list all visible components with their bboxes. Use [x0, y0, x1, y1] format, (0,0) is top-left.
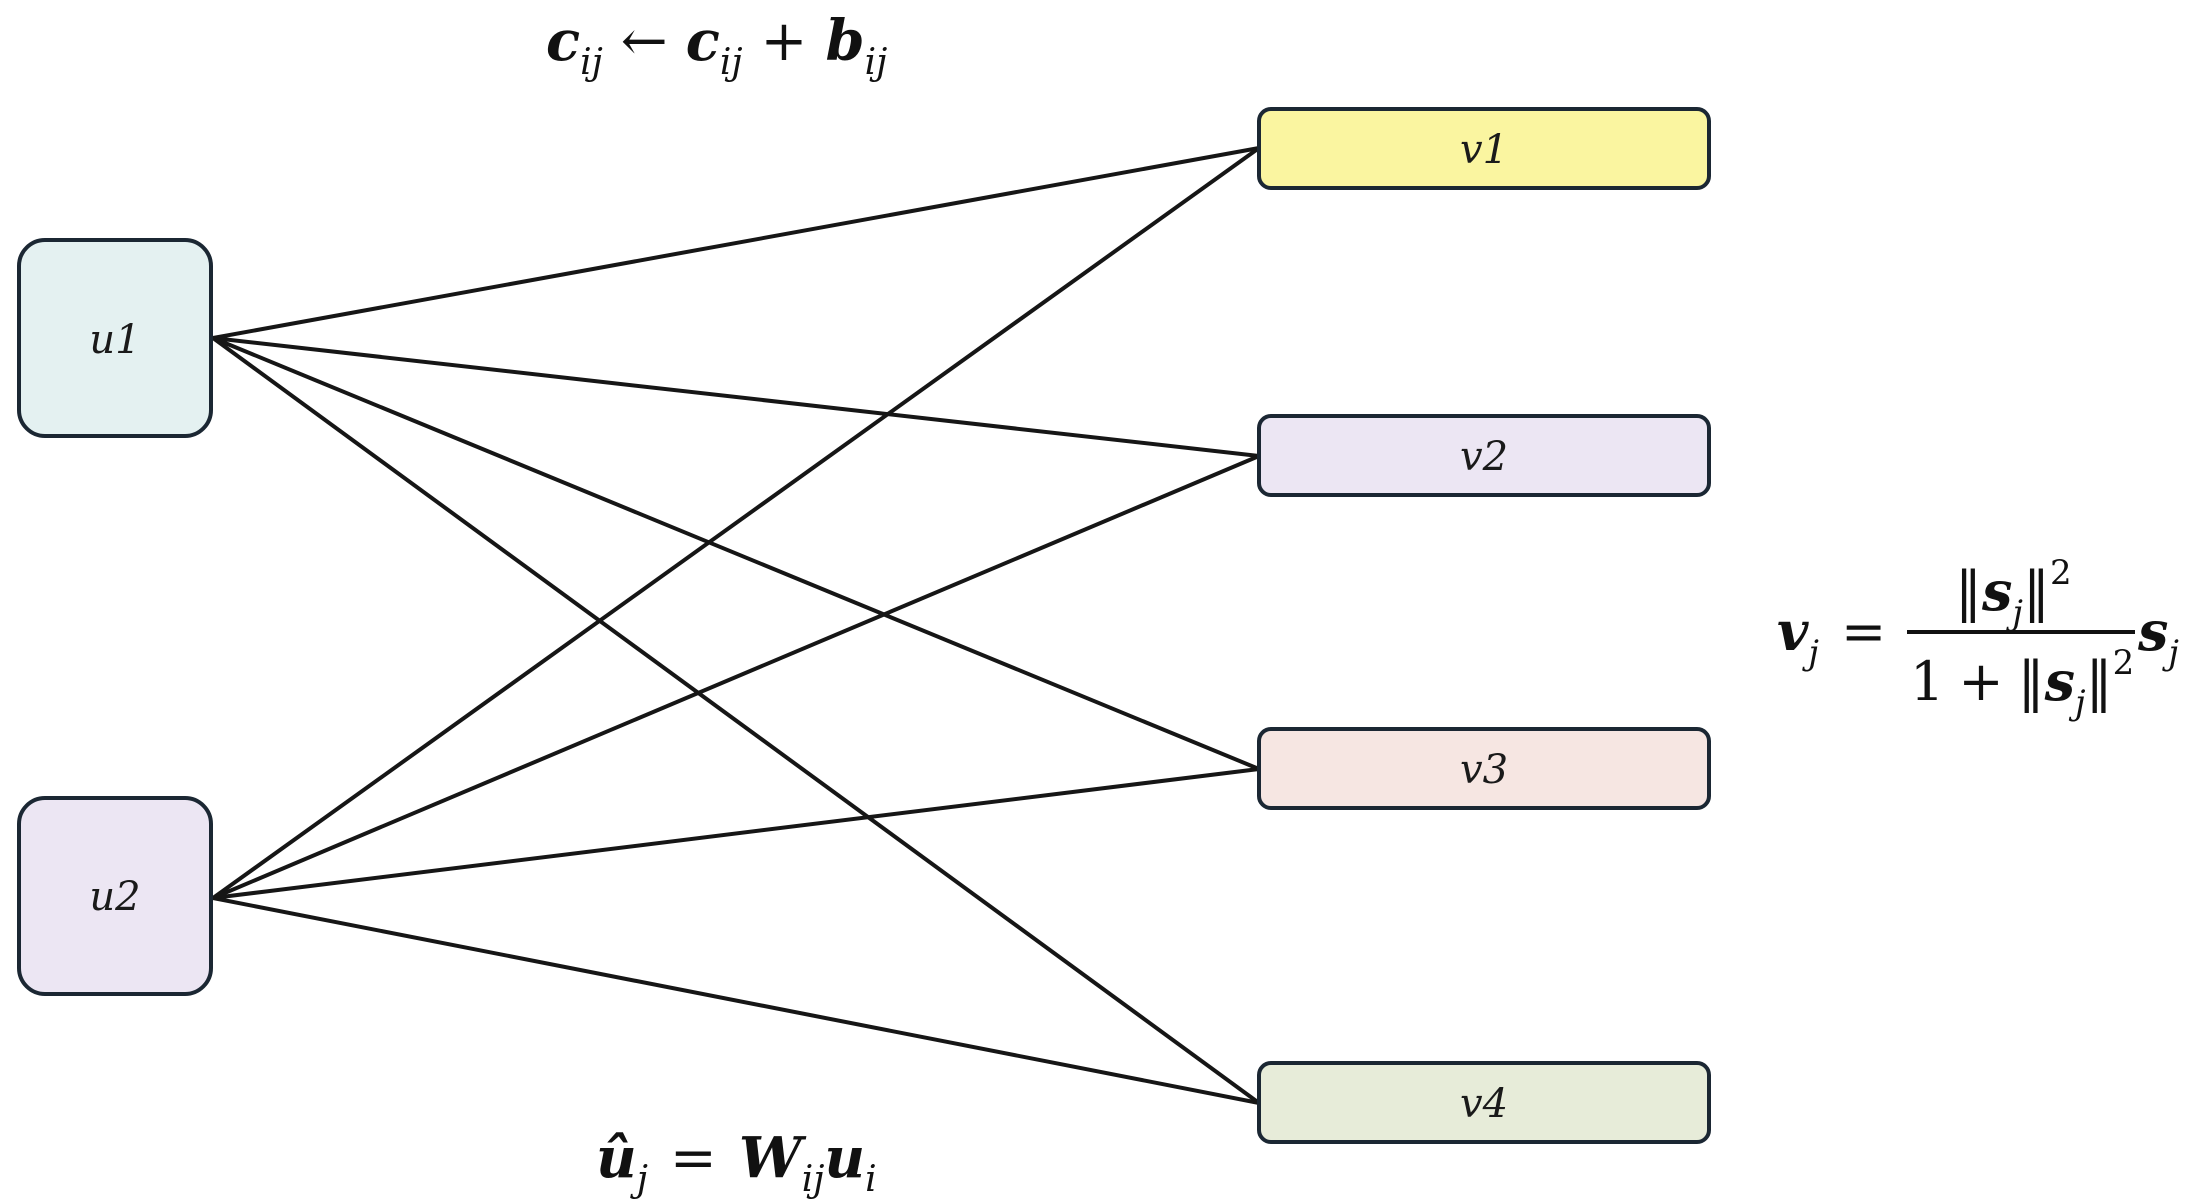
edges: [211, 146, 1261, 1105]
edge-u2-v1: [211, 146, 1261, 900]
edge-u2-v4: [212, 896, 1260, 1105]
svg-text:vj=: vj=: [1777, 599, 1886, 673]
node-u1: u1: [17, 238, 213, 438]
node-u2: u2: [17, 796, 213, 996]
node-u1-label: u1: [89, 317, 140, 363]
edge-u1-v1: [212, 146, 1260, 340]
node-v1-label: v1: [1460, 127, 1508, 173]
node-u2-label: u2: [89, 874, 140, 920]
edge-u1-v4: [211, 336, 1261, 1105]
svg-text:cij←cij+bij: cij←cij+bij: [546, 8, 887, 83]
node-v4-label: v4: [1460, 1081, 1508, 1127]
svg-text:1+‖sj‖2: 1+‖sj‖2: [1910, 643, 2134, 723]
node-v2: v2: [1257, 414, 1711, 497]
node-v3-label: v3: [1460, 747, 1508, 793]
svg-text:ûj=Wijui: ûj=Wijui: [596, 1125, 877, 1200]
svg-text:sj: sj: [2137, 599, 2179, 673]
edge-u2-v2: [212, 454, 1260, 900]
equation-squash: vj= ‖sj‖2 1+‖sj‖2 sj: [1777, 553, 2179, 723]
node-v3: v3: [1257, 727, 1711, 810]
edge-u1-v2: [212, 336, 1260, 458]
edge-u1-v3: [212, 336, 1260, 771]
node-v1: v1: [1257, 107, 1711, 190]
node-v1-box: [1257, 107, 1711, 190]
node-v3-box: [1257, 727, 1711, 810]
node-u2-box: [17, 796, 213, 996]
node-v2-label: v2: [1460, 434, 1508, 480]
equation-routing-update: cij←cij+bij: [546, 8, 887, 83]
node-u1-box: [17, 238, 213, 438]
node-v2-box: [1257, 414, 1711, 497]
node-v4-box: [1257, 1061, 1711, 1144]
svg-text:‖sj‖2: ‖sj‖2: [1955, 553, 2072, 633]
node-v4: v4: [1257, 1061, 1711, 1144]
equation-prediction: ûj=Wijui: [596, 1125, 877, 1200]
edge-u2-v3: [212, 767, 1260, 900]
